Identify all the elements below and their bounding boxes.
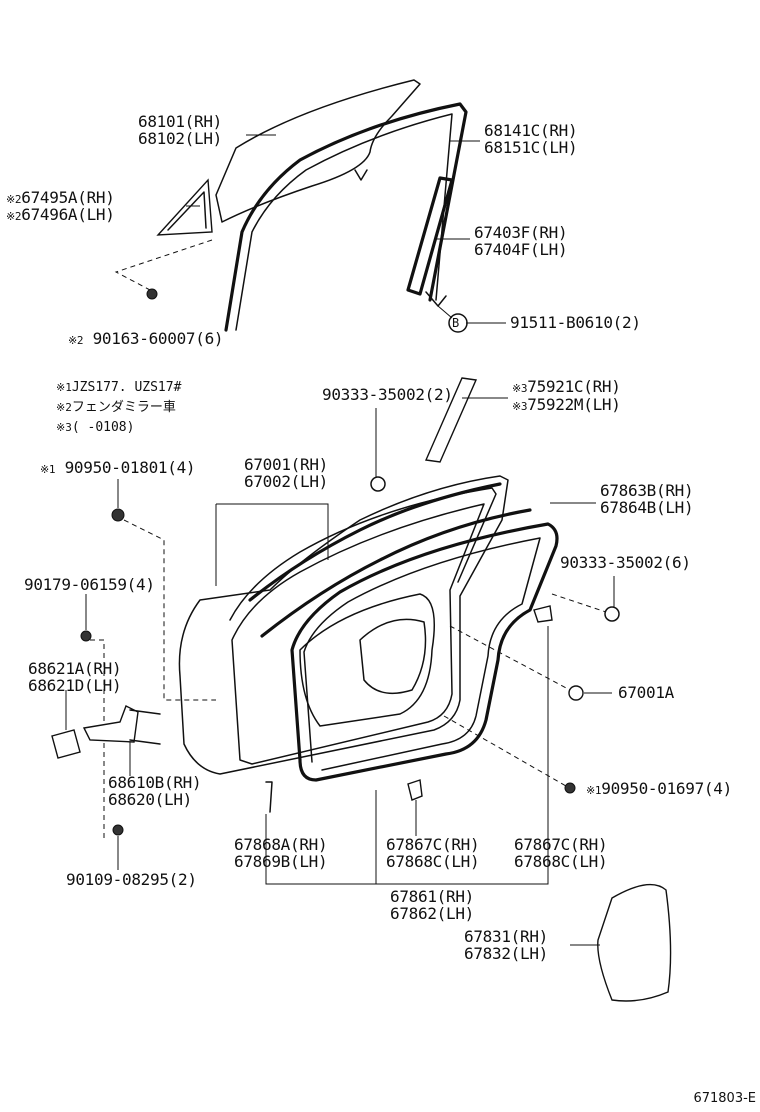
mirror-cover-shape — [156, 178, 213, 236]
door-inner-hole — [359, 618, 427, 695]
label-door-panel: 67001(RH) 67002(LH) — [244, 455, 328, 491]
label-seal-a: 67868A(RH) 67869B(LH) — [234, 835, 328, 871]
label-weatherstrip: 67863B(RH) 67864B(LH) — [600, 481, 694, 517]
clip6-icon — [604, 606, 620, 622]
label-clip-6: 90333-35002(6) — [560, 553, 691, 572]
label-panel-sub: 67001A — [618, 683, 674, 702]
label-seal-c2: 67867C(RH) 67868C(LH) — [514, 835, 608, 871]
bolt2-icon — [112, 824, 124, 836]
label-cover-lh: ※267496A(LH) — [6, 205, 115, 224]
nut-icon — [146, 288, 158, 300]
plug-dash — [449, 625, 571, 691]
bolt-b-circle — [448, 313, 468, 333]
label-run-channel: 68141C(RH) 68151C(LH) — [484, 121, 578, 157]
moulding-strip-shape — [424, 377, 478, 463]
hinge-lower-shape — [82, 705, 139, 743]
seal-clip-icon — [407, 779, 423, 801]
screw-b-dash — [443, 715, 567, 787]
hole-cover-shape — [597, 883, 672, 1002]
label-division-bar: 67403F(RH) 67404F(LH) — [474, 223, 568, 259]
hinge-pin — [129, 709, 161, 745]
label-hole-cover: 67831(RH) 67832(LH) — [464, 927, 548, 963]
clip6-dash — [551, 593, 607, 613]
label-screw-4: ※1 90950-01801(4) — [40, 458, 196, 477]
screw4-icon — [111, 508, 125, 522]
door-top-strip — [248, 482, 502, 602]
label-seal-c1: 67867C(RH) 67868C(LH) — [386, 835, 480, 871]
hinge-upper-shape — [51, 729, 81, 759]
label-seal-set: 67861(RH) 67862(LH) — [390, 887, 474, 923]
label-bolt-b: 91511-B0610(2) — [510, 313, 641, 332]
run-channel-shape — [224, 102, 468, 332]
door-panel-outer — [178, 475, 509, 775]
label-nut: ※2 90163-60007(6) — [68, 329, 224, 348]
label-screw-b: ※190950-01697(4) — [586, 779, 732, 798]
clip-piece — [533, 605, 553, 623]
seal-pin-icon — [265, 781, 273, 813]
glass-bracket — [354, 169, 368, 181]
bolt4-icon — [80, 630, 92, 642]
nut-dash — [114, 239, 213, 291]
label-hinge-upper: 68621A(RH) 68621D(LH) — [28, 659, 122, 695]
division-bar-shape — [406, 176, 454, 296]
leader-seal-set — [265, 626, 549, 885]
leader-door-panel — [215, 503, 329, 586]
note-2: ※2フェンダミラー車 — [56, 400, 176, 415]
plug-icon — [568, 685, 584, 701]
door-panel-inner — [231, 503, 485, 765]
label-clip-2: 90333-35002(2) — [322, 385, 453, 404]
diagram-code: 671803-E — [693, 1091, 756, 1106]
clip-icon — [370, 476, 386, 492]
run-channel-inner — [235, 113, 453, 331]
door-glass-shape — [215, 79, 421, 223]
label-bolt-2: 90109-08295(2) — [66, 870, 197, 889]
bolt4-dash — [90, 639, 105, 840]
weatherstrip-inner — [303, 537, 541, 771]
label-bolt-4: 90179-06159(4) — [24, 575, 155, 594]
screw-b-icon — [564, 782, 576, 794]
leader-bolt-b2 — [437, 305, 453, 319]
label-cover-rh: ※267495A(RH) — [6, 188, 115, 207]
screw4-dash — [123, 519, 216, 701]
weatherstrip-shape — [290, 522, 559, 782]
label-mould-lh: ※375922M(LH) — [512, 395, 621, 414]
label-mould-rh: ※375921C(RH) — [512, 377, 621, 396]
label-glass: 68101(RH) 68102(LH) — [138, 112, 222, 148]
door-inner-cutout — [299, 593, 435, 727]
door-mid-strip — [260, 508, 532, 638]
note-1: ※1JZS177. UZS17# — [56, 380, 182, 395]
door-panel-frame — [229, 487, 497, 621]
label-hinge-lower: 68610B(RH) 68620(LH) — [108, 773, 202, 809]
note-3: ※3( -0108) — [56, 420, 135, 435]
label-bolt-b-symbol: B — [452, 316, 459, 330]
mirror-cover-inner — [167, 191, 207, 231]
